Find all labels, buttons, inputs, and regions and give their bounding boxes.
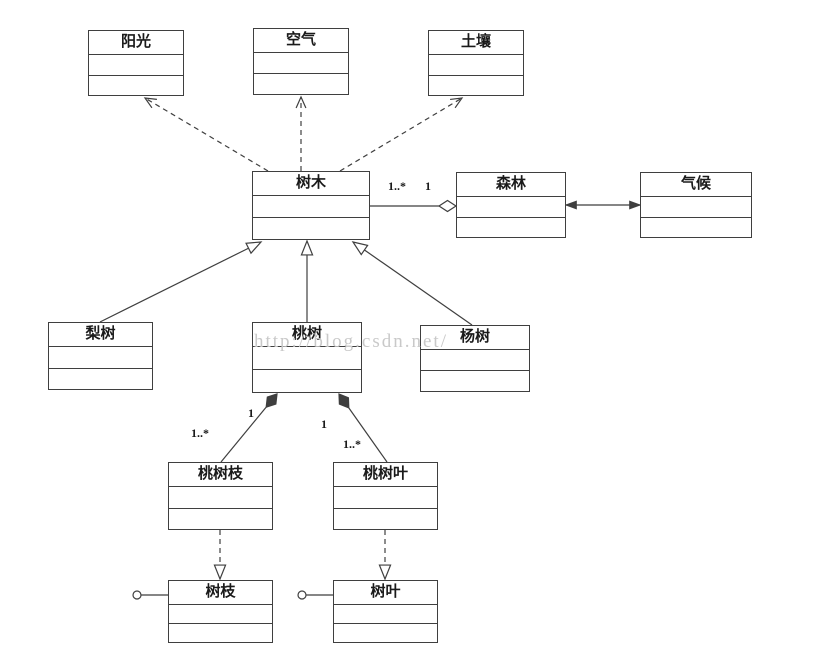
class-box-climate: 气候 [640,172,752,238]
class-methods-branch [169,623,272,642]
class-box-branch: 树枝 [168,580,273,643]
class-box-poplar-tree: 杨树 [420,325,530,392]
connection-poplartree-tree [351,241,473,326]
multiplicity-label-tree-forest-src: 1..* [388,179,406,193]
class-box-peach-tree: 桃树 [252,322,362,393]
multiplicity-label-leaf-whole: 1 [321,417,327,431]
class-methods-peach-leaf [334,507,437,530]
class-name-poplar-tree: 杨树 [421,326,529,350]
connection-forest-climate [564,200,642,210]
multiplicity-label-branch-whole: 1 [248,406,254,420]
class-name-sunlight: 阳光 [89,31,183,55]
connection-peachbranch-branch [213,530,227,581]
class-methods-poplar-tree [421,370,529,391]
class-name-peach-tree: 桃树 [253,323,361,347]
multiplicity-label-branch-part: 1..* [191,426,209,440]
class-name-air: 空气 [254,29,348,53]
class-box-peach-branch: 桃树枝 [168,462,273,530]
class-box-leaf: 树叶 [333,580,438,643]
connection-peachtree-tree [300,239,314,322]
class-name-peach-leaf: 桃树叶 [334,463,437,487]
class-name-pear-tree: 梨树 [49,323,152,347]
connection-tree-forest [370,199,458,213]
class-methods-peach-tree [253,369,361,392]
class-methods-air [254,73,348,94]
class-methods-leaf [334,623,437,642]
connection-tree-sunlight [143,97,269,172]
interface-lollipop-leaf-interface [297,590,333,600]
class-name-leaf: 树叶 [334,581,437,605]
class-methods-tree [253,217,369,239]
class-methods-soil [429,74,523,96]
class-methods-peach-branch [169,507,272,530]
connection-tree-air [295,95,307,171]
multiplicity-label-tree-forest-dst: 1 [425,179,431,193]
class-box-peach-leaf: 桃树叶 [333,462,438,530]
class-name-tree: 树木 [253,172,369,196]
class-name-climate: 气候 [641,173,751,197]
class-box-sunlight: 阳光 [88,30,184,96]
connection-peachtree-peachleaf [338,393,388,463]
class-name-branch: 树枝 [169,581,272,605]
multiplicity-label-leaf-part: 1..* [343,437,361,451]
class-name-peach-branch: 桃树枝 [169,463,272,487]
class-box-air: 空气 [253,28,349,95]
connection-peachtree-peachbranch [220,393,278,463]
interface-lollipop-branch-interface [132,590,168,600]
class-name-soil: 土壤 [429,31,523,55]
class-methods-sunlight [89,74,183,96]
connection-peartree-tree [99,241,263,323]
connection-tree-soil [339,97,464,172]
class-methods-forest [457,216,565,238]
class-methods-climate [641,216,751,238]
class-methods-pear-tree [49,367,152,390]
class-name-forest: 森林 [457,173,565,197]
class-box-forest: 森林 [456,172,566,238]
connection-peachleaf-leaf [378,530,392,581]
class-box-tree: 树木 [252,171,370,240]
class-box-pear-tree: 梨树 [48,322,153,390]
class-box-soil: 土壤 [428,30,524,96]
